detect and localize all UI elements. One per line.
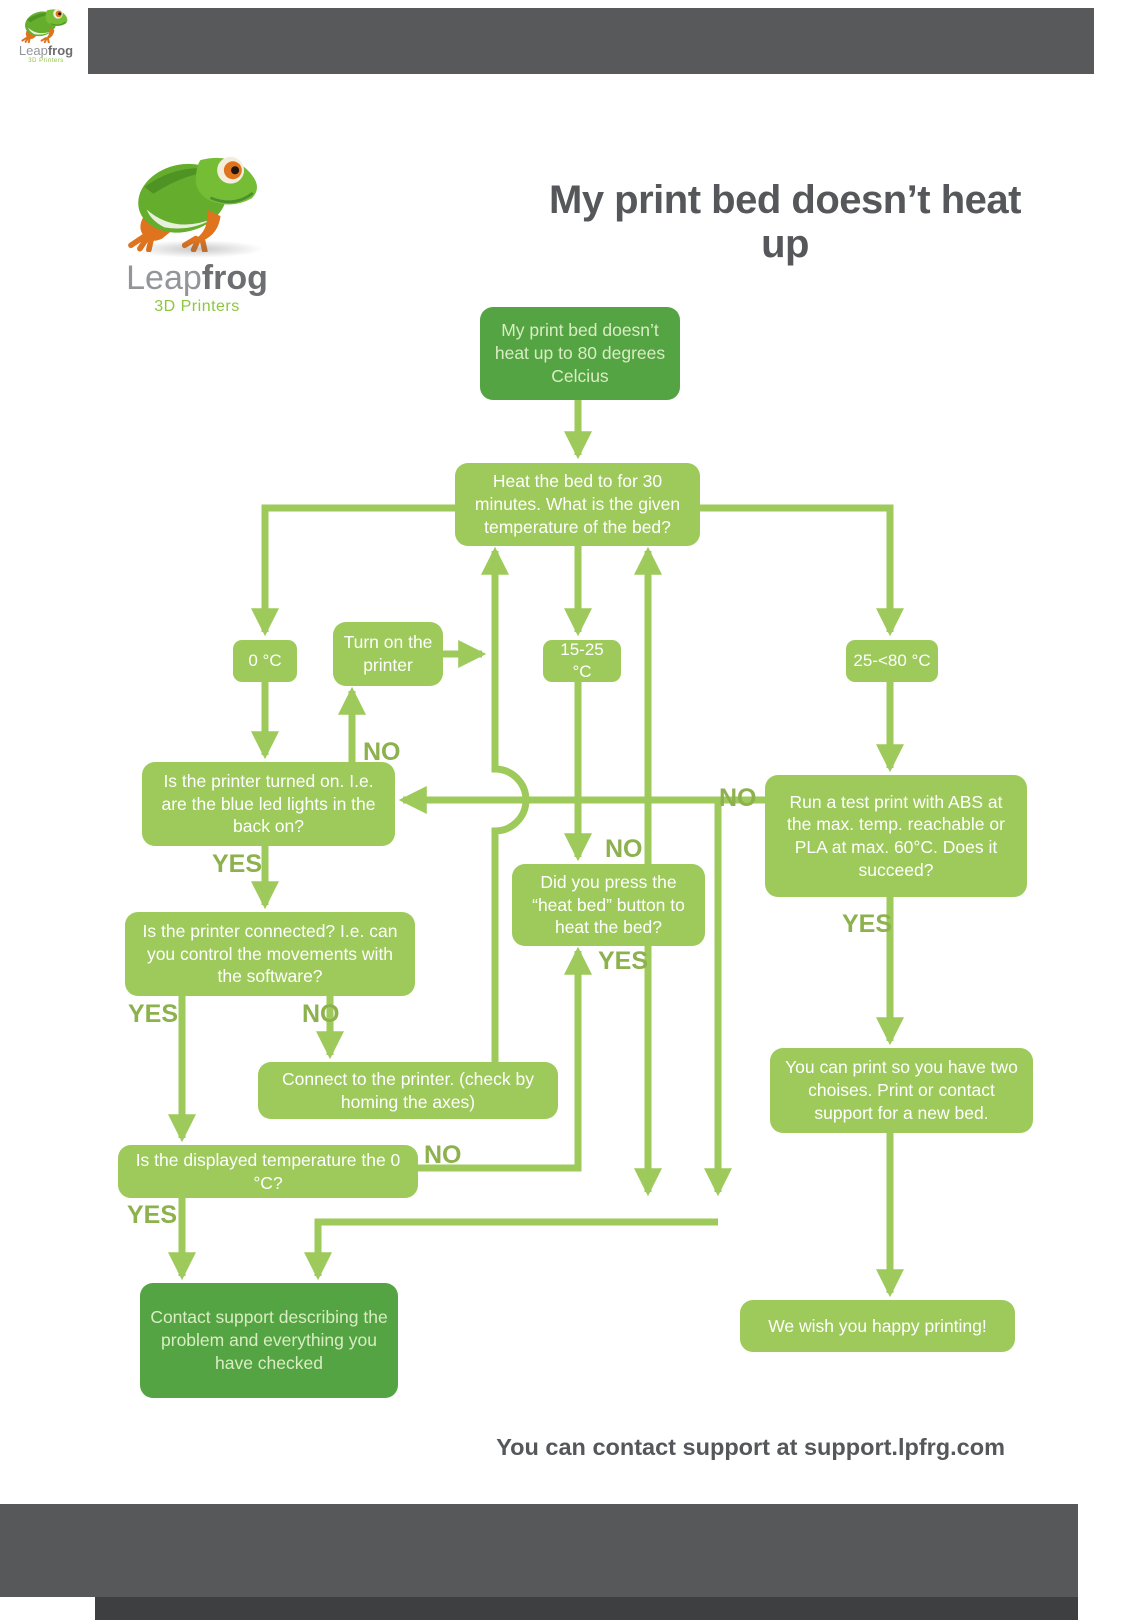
node-connect-printer: Connect to the printer. (check by homing… [258,1062,558,1119]
node-can-print: You can print so you have two choises. P… [770,1048,1033,1133]
brand-tagline: 3D Printers [154,298,240,315]
frog-icon [122,140,272,252]
node-temp-0: 0 °C [233,640,297,682]
edge-label-no-connected: NO [302,1000,340,1028]
edge-label-no-heat-button: NO [605,835,643,863]
node-temp-15-25: 15-25 °C [543,640,621,682]
node-temp-25-80: 25-<80 °C [846,640,938,682]
leapfrog-logo-large: Leapfrog 3D Printers [112,140,282,316]
brand-tagline: 3D Printers [28,58,64,64]
brand-wordmark: Leapfrog [112,260,282,296]
node-turn-on-printer: Turn on the printer [333,622,443,686]
node-test-print: Run a test print with ABS at the max. te… [765,775,1027,897]
frog-icon [20,2,72,44]
brand-frog: frog [47,43,74,58]
node-happy-printing: We wish you happy printing! [740,1300,1015,1352]
page-title: My print bed doesn’t heat up [549,178,1021,266]
node-start: My print bed doesn’t heat up to 80 degre… [480,307,680,400]
brand-leap: Leap [126,259,202,297]
node-heat-bed-button: Did you press the “heat bed” button to h… [512,864,705,946]
footer-bar [0,1504,1078,1597]
edge-label-yes-connected: YES [128,1000,179,1028]
edge-label-no-printer-on: NO [363,738,401,766]
edge-label-no-displayed: NO [424,1141,462,1169]
leapfrog-logo-small: Leapfrog 3D Printers [6,2,86,64]
edge-label-yes-heat-button: YES [598,947,649,975]
footer-strip [95,1597,1078,1620]
brand-leap: Leap [18,43,48,58]
brand-wordmark: Leapfrog [6,44,86,58]
node-heat-bed: Heat the bed to for 30 minutes. What is … [455,463,700,546]
node-printer-turned-on: Is the printer turned on. I.e. are the b… [142,762,395,846]
edge-label-yes-test-print: YES [842,910,893,938]
edge-label-yes-printer-on: YES [212,850,263,878]
support-note: You can contact support at support.lpfrg… [496,1434,1005,1460]
edge-label-yes-displayed: YES [127,1201,178,1229]
node-contact-support: Contact support describing the problem a… [140,1283,398,1398]
node-displayed-temperature: Is the displayed temperature the 0 °C? [118,1145,418,1198]
node-printer-connected: Is the printer connected? I.e. can you c… [125,912,415,996]
header-bar [88,8,1094,74]
brand-frog: frog [201,259,268,297]
edge-label-no-test-print: NO [719,784,757,812]
frog-shadow [130,240,264,258]
